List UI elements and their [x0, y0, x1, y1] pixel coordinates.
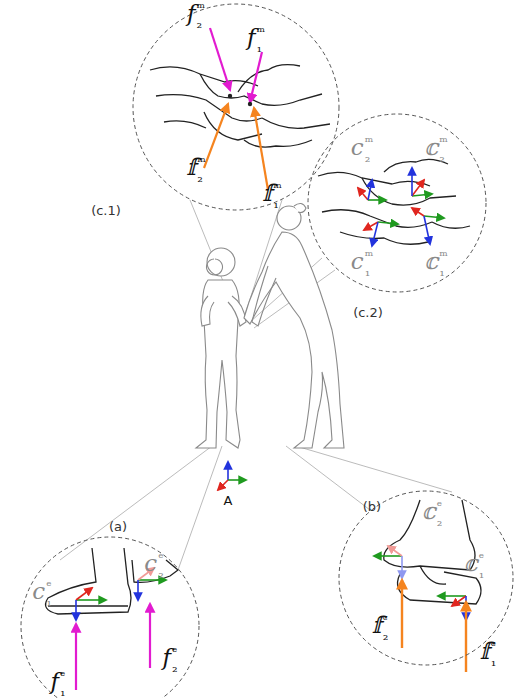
symbol-label: cᵐ₁	[351, 249, 373, 278]
contact-frames	[374, 546, 466, 620]
dashed-circle	[21, 537, 199, 698]
zoom-outline	[307, 113, 487, 293]
dashed-circle	[133, 4, 339, 210]
symbol-label: cᵐ₂	[351, 135, 373, 164]
hands-outline	[150, 65, 330, 147]
zoom-circle: (c.2)cᵐ₂𝕔ᵐ₂cᵐ₁𝕔ᵐ₁	[307, 113, 487, 293]
panel-label: (c.2)	[353, 304, 383, 320]
contact-forces	[76, 604, 150, 690]
symbol-label: fᵉ₁	[50, 669, 65, 698]
world-frame	[218, 462, 246, 490]
panel-label: (a)	[109, 518, 127, 534]
symbol-label: 𝕗ᵐ₁	[262, 181, 282, 210]
panel-label: (b)	[363, 498, 381, 514]
symbol-label: 𝕔ᵐ₁	[424, 249, 448, 278]
contact-frames	[76, 568, 166, 620]
contact-forces	[204, 28, 268, 190]
symbol-label: 𝕗ᵐ₂	[186, 155, 206, 184]
symbol-label: fᵐ₁	[247, 25, 265, 54]
symbol-label: fᵐ₂	[187, 1, 205, 30]
zoom-circle: (a)cᵉ₁cᵉ₂fᵉ₁fᵉ₂	[20, 536, 200, 698]
frame-label: A	[224, 492, 233, 508]
feet-outline	[46, 548, 178, 614]
symbol-label: fᵉ₂	[162, 645, 177, 674]
contact-frames	[358, 168, 444, 246]
contact-points	[228, 94, 252, 106]
dashed-circle	[339, 491, 513, 665]
symbol-label: 𝕔ᵐ₂	[424, 135, 448, 164]
zoom-circle: (b) 𝕔ᵉ₂ 𝕔ᵉ₁ 𝕗ᶜ₂ 𝕗ᵉ₁	[338, 490, 514, 666]
symbol-label: cᵉ₁	[32, 579, 52, 608]
leader-lines	[60, 200, 452, 570]
hands-outline	[318, 159, 470, 244]
contact-forces	[402, 580, 466, 672]
symbol-label: 𝕗ᵉ₁	[480, 639, 497, 668]
zoom-outline	[132, 3, 340, 211]
panel-label: (c.1)	[91, 202, 121, 218]
symbol-label: 𝕗ᶜ₂	[372, 613, 389, 642]
people-silhouette	[196, 203, 344, 448]
zoom-circle: (c.1)fᵐ₂fᵐ₁𝕗ᵐ₂𝕗ᵐ₁	[132, 3, 340, 211]
symbol-label: cᵉ₂	[144, 551, 164, 580]
dashed-circle	[308, 114, 486, 292]
symbol-label: 𝕔ᵉ₂	[422, 499, 443, 528]
symbol-label: 𝕔ᵉ₁	[464, 551, 485, 580]
